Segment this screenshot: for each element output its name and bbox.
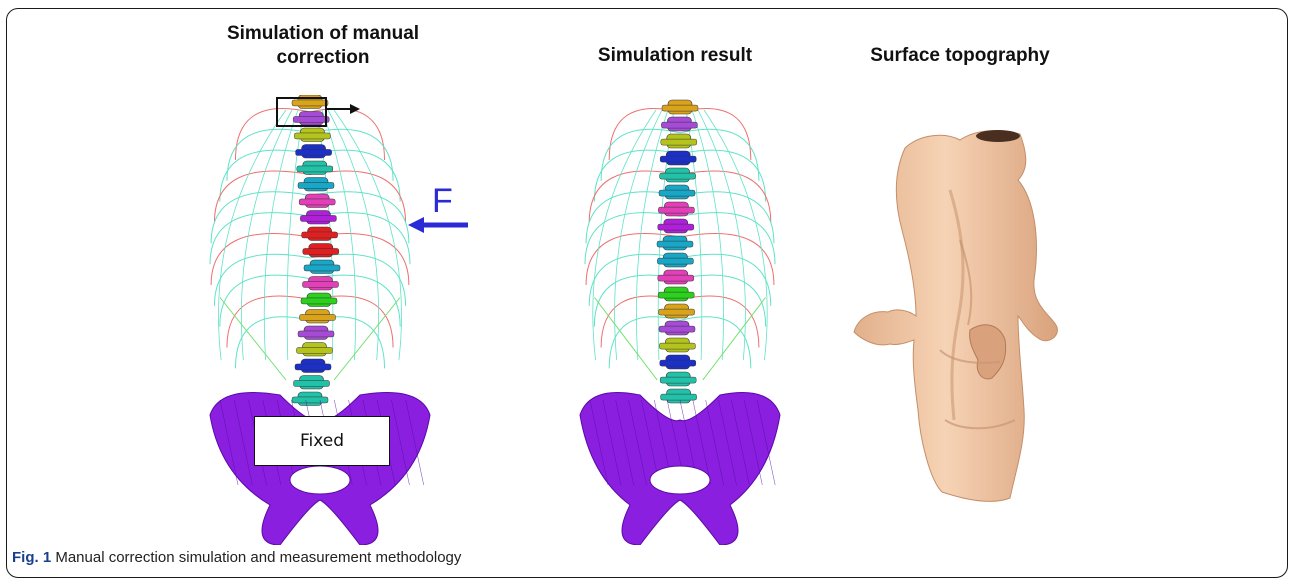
fixed-constraint-box: Fixed xyxy=(254,416,390,466)
vertebra-process xyxy=(299,199,335,205)
vertebra-process xyxy=(661,122,697,128)
costal-line xyxy=(220,298,286,381)
vertebra-process xyxy=(294,133,330,139)
costal-line xyxy=(334,298,400,381)
vertebra-process xyxy=(296,149,332,155)
translation-arrow-icon xyxy=(326,104,360,114)
costal-line xyxy=(703,298,766,381)
vertebra-process xyxy=(303,281,339,287)
vertebra-process xyxy=(301,298,337,304)
torso-surface xyxy=(854,131,1057,502)
vertebra-process xyxy=(658,275,694,281)
pelvic-opening xyxy=(290,466,350,494)
caption-label: Fig. 1 xyxy=(12,549,51,566)
vertebra-process xyxy=(657,258,693,264)
vertebra-process xyxy=(292,100,328,106)
vertebra-process xyxy=(662,105,698,111)
vertebra-process xyxy=(298,182,334,188)
vertebra-process xyxy=(297,347,333,353)
figure-caption: Fig. 1 Manual correction simulation and … xyxy=(12,549,461,566)
spine-vertebrae xyxy=(657,100,698,403)
vertebra-process xyxy=(302,232,338,238)
vertebra-process xyxy=(659,343,695,349)
title-line-1: Simulation of manual xyxy=(178,22,468,46)
vertebra-process xyxy=(292,397,328,403)
vertebra-process xyxy=(659,309,695,315)
vertebra-process xyxy=(661,394,697,400)
force-label: F xyxy=(432,182,453,221)
panel-title-surface-topography: Surface topography xyxy=(840,44,1080,68)
panel-title-simulation-result: Simulation result xyxy=(555,44,795,68)
neck-opening xyxy=(976,130,1020,142)
costal-line xyxy=(595,298,658,381)
vertebra-process xyxy=(660,360,696,366)
vertebra-process xyxy=(659,190,695,196)
manual-correction-model xyxy=(200,95,500,545)
vertebra-process xyxy=(300,215,336,221)
vertebra-process xyxy=(658,207,694,213)
vertebra-process xyxy=(300,314,336,320)
vertebra-process xyxy=(297,166,333,172)
rib-meridian xyxy=(615,110,662,360)
vertebra-process xyxy=(659,326,695,332)
title-line-2: correction xyxy=(178,46,468,70)
pelvic-opening xyxy=(650,466,710,494)
surface-topography-torso xyxy=(850,120,1070,520)
pelvis-mesh xyxy=(580,393,780,546)
vertebra-process xyxy=(658,224,694,230)
vertebra-process xyxy=(298,331,334,337)
vertebra-process xyxy=(657,241,693,247)
rib-meridian xyxy=(241,110,292,360)
vertebra-process xyxy=(295,364,331,370)
vertebra-process xyxy=(304,265,340,271)
vertebra-process xyxy=(658,292,694,298)
caption-text: Manual correction simulation and measure… xyxy=(51,549,461,566)
vertebra-process xyxy=(294,380,330,386)
panel-title-manual-correction: Simulation of manual correction xyxy=(178,22,468,70)
vertebra-process xyxy=(660,173,696,179)
vertebra-process xyxy=(293,116,329,122)
simulation-result-model xyxy=(568,95,798,545)
rib-meridian xyxy=(698,110,745,360)
vertebra-process xyxy=(303,248,339,254)
fixed-label: Fixed xyxy=(300,431,344,451)
vertebra-process xyxy=(661,139,697,145)
vertebra-process xyxy=(660,156,696,162)
vertebra-process xyxy=(660,377,696,383)
